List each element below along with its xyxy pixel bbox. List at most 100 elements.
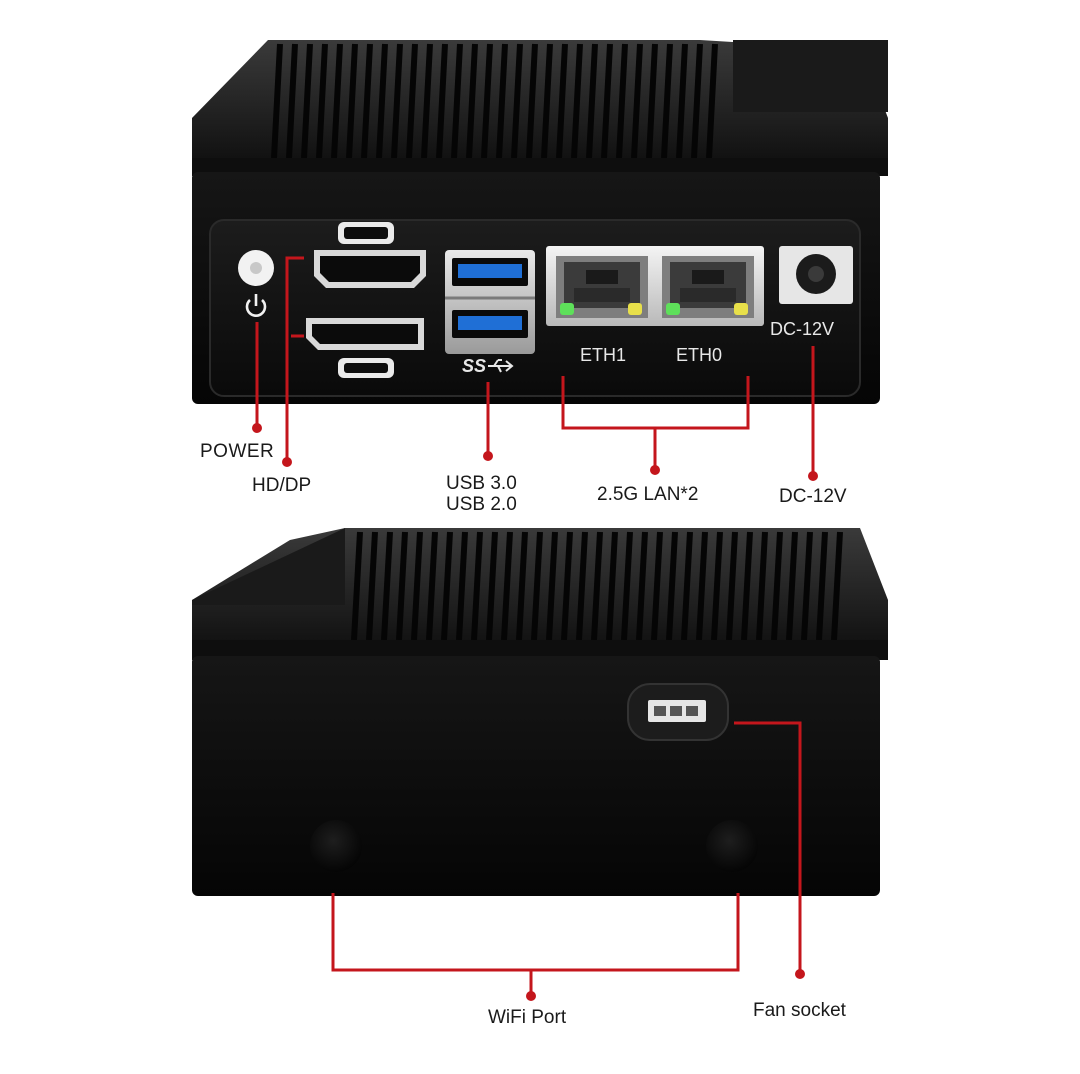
heatsink-fin — [516, 531, 528, 641]
hd-dp-callout-label: HD/DP — [252, 475, 311, 496]
heatsink-fin — [676, 43, 688, 159]
heatsink-fin — [286, 43, 298, 159]
heatsink-fin — [486, 531, 498, 641]
heatsink-fin — [771, 531, 783, 641]
heatsink-fin — [711, 531, 723, 641]
superspeed-usb-logo-icon: SS — [462, 356, 514, 376]
usb-callout-label-line1: USB 3.0 — [446, 473, 517, 494]
mini-hdmi-port-top — [338, 222, 394, 244]
heatsink-fin — [526, 43, 538, 159]
heatsink-fin — [501, 531, 513, 641]
eth1-port — [556, 256, 648, 318]
heatsink-fin — [586, 43, 598, 159]
back-view — [192, 528, 888, 896]
heatsink-fin — [801, 531, 813, 641]
heatsink-fin — [531, 531, 543, 641]
heatsink-fin — [411, 531, 423, 641]
heatsink-fin — [271, 43, 283, 159]
eth1-led-green — [560, 303, 574, 315]
eth0-led-green — [666, 303, 680, 315]
heatsink-fin — [511, 43, 523, 159]
heatsink-fin — [391, 43, 403, 159]
heatsink-fin — [606, 531, 618, 641]
heatsink-fin — [786, 531, 798, 641]
heatsink-fin — [681, 531, 693, 641]
back-callouts — [331, 721, 805, 1001]
heatsink-fin — [576, 531, 588, 641]
heatsink-fin — [481, 43, 493, 159]
heatsink-fin — [331, 43, 343, 159]
heatsink-fin — [316, 43, 328, 159]
heatsink-fin — [471, 531, 483, 641]
heatsink-fin — [756, 531, 768, 641]
front-heatsink — [192, 40, 888, 176]
heatsink-fin — [591, 531, 603, 641]
front-view: SS — [192, 40, 888, 404]
heatsink-fin — [631, 43, 643, 159]
displayport-port — [306, 318, 424, 350]
front-callouts — [252, 256, 818, 481]
eth0-port-label: ETH0 — [676, 345, 722, 365]
lan-callout-label: 2.5G LAN*2 — [597, 484, 698, 505]
fan-socket — [627, 683, 729, 741]
wifi-port-right — [706, 820, 758, 872]
heatsink-fin — [666, 531, 678, 641]
heatsink-fin — [616, 43, 628, 159]
heatsink-fin — [421, 43, 433, 159]
usb-logo-text: SS — [462, 356, 486, 376]
dc-jack-label: DC-12V — [770, 319, 834, 339]
heatsink-fin — [466, 43, 478, 159]
eth0-led-yellow — [734, 303, 748, 315]
heatsink-fin — [831, 531, 843, 641]
heatsink-fin — [396, 531, 408, 641]
eth1-led-yellow — [628, 303, 642, 315]
eth1-port-label: ETH1 — [580, 345, 626, 365]
heatsink-fin — [706, 43, 718, 159]
heatsink-fin — [546, 531, 558, 641]
wifi-port-left — [310, 820, 362, 872]
rj45-housing — [546, 246, 764, 326]
heatsink-fin — [696, 531, 708, 641]
heatsink-fin — [556, 43, 568, 159]
heatsink-fin — [496, 43, 508, 159]
heatsink-fin — [571, 43, 583, 159]
heatsink-fin — [351, 531, 363, 641]
heatsink-fin — [726, 531, 738, 641]
heatsink-fin — [816, 531, 828, 641]
power-callout-label: POWER — [200, 441, 274, 462]
heatsink-fin — [441, 531, 453, 641]
back-heatsink — [192, 528, 888, 660]
heatsink-fin — [691, 43, 703, 159]
heatsink-fin — [741, 531, 753, 641]
dc-power-jack — [779, 246, 853, 304]
usb-port-stack — [445, 250, 535, 354]
back-chassis — [192, 656, 880, 896]
heatsink-fin — [456, 531, 468, 641]
heatsink-fin — [601, 43, 613, 159]
heatsink-fin — [381, 531, 393, 641]
heatsink-fin — [376, 43, 388, 159]
heatsink-fin — [651, 531, 663, 641]
dc-callout-label: DC-12V — [779, 486, 847, 507]
heatsink-fin — [621, 531, 633, 641]
heatsink-fin — [636, 531, 648, 641]
mini-port-bottom — [338, 358, 394, 378]
heatsink-fin — [661, 43, 673, 159]
heatsink-fin — [451, 43, 463, 159]
heatsink-fin — [366, 531, 378, 641]
power-symbol-icon — [245, 294, 267, 317]
heatsink-fin — [346, 43, 358, 159]
hdmi-port — [314, 250, 426, 288]
heatsink-fin — [361, 43, 373, 159]
power-button[interactable] — [238, 250, 274, 286]
heatsink-fin — [436, 43, 448, 159]
heatsink-fin — [646, 43, 658, 159]
wifi-callout-label: WiFi Port — [488, 1007, 567, 1028]
fan-callout-label: Fan socket — [753, 1000, 847, 1021]
heatsink-fin — [561, 531, 573, 641]
heatsink-fin — [541, 43, 553, 159]
heatsink-fin — [406, 43, 418, 159]
heatsink-fin — [426, 531, 438, 641]
usb-callout-label-line2: USB 2.0 — [446, 494, 517, 515]
